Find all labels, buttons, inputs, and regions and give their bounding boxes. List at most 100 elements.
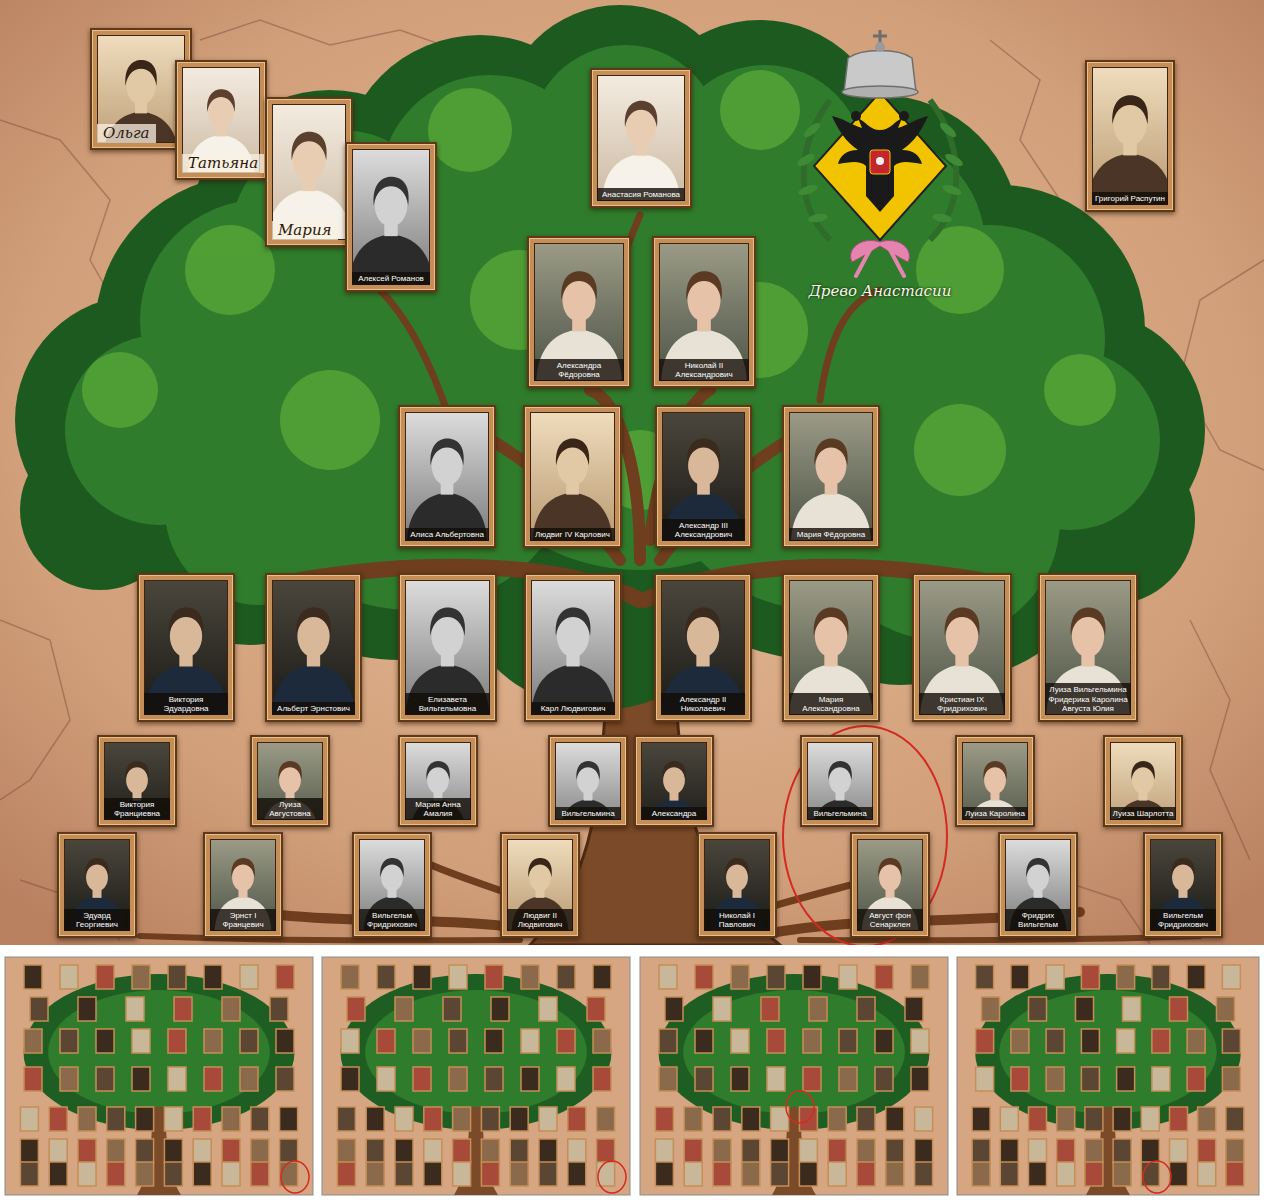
mini-portrait bbox=[366, 1107, 384, 1131]
thumbnail-panel bbox=[5, 957, 313, 1195]
mini-portrait bbox=[684, 1107, 702, 1131]
mini-portrait bbox=[49, 1107, 67, 1131]
portrait-silhouette bbox=[353, 150, 429, 284]
mini-portrait bbox=[799, 1162, 817, 1186]
mini-portrait bbox=[1081, 965, 1099, 989]
mini-portrait bbox=[453, 1107, 471, 1131]
portrait-frame: Мария Анна Амалия bbox=[398, 735, 478, 827]
mini-portrait bbox=[60, 965, 78, 989]
name-caption: Людвиг IV Карлович bbox=[530, 528, 615, 541]
name-caption: Вильгельмина bbox=[807, 807, 873, 820]
name-caption: Карл Людвигович bbox=[531, 702, 615, 715]
mini-portrait bbox=[655, 1162, 673, 1186]
mini-portrait bbox=[1011, 1067, 1029, 1091]
name-caption: Елизавета Вильгельмовна bbox=[405, 693, 490, 715]
mini-portrait bbox=[204, 1067, 222, 1091]
name-caption: Александр II Николаевич bbox=[661, 693, 745, 715]
mini-portrait bbox=[1117, 1067, 1135, 1091]
mini-portrait bbox=[276, 965, 294, 989]
portrait-frame: Александра Фёдоровна bbox=[527, 236, 631, 388]
mini-portrait bbox=[1085, 1162, 1103, 1186]
mini-portrait bbox=[557, 1029, 575, 1053]
mini-portrait bbox=[481, 1107, 499, 1131]
highlight-circle bbox=[1143, 1161, 1171, 1193]
mini-portrait bbox=[655, 1139, 673, 1163]
mini-portrait bbox=[731, 965, 749, 989]
mini-portrait bbox=[976, 1067, 994, 1091]
mini-portrait bbox=[485, 1067, 503, 1091]
signature: Татьяна bbox=[182, 154, 264, 173]
mini-portrait bbox=[1046, 1029, 1064, 1053]
name-caption: Луиза Каролина bbox=[962, 807, 1028, 820]
mini-portrait bbox=[1046, 965, 1064, 989]
portrait-frame: Елизавета Вильгельмовна bbox=[398, 573, 497, 722]
mini-portrait bbox=[132, 1029, 150, 1053]
portrait-photo bbox=[597, 75, 685, 201]
mini-portrait bbox=[1117, 1029, 1135, 1053]
portrait-frame: Вильгельм Фридрихович bbox=[1143, 832, 1223, 938]
portrait-photo bbox=[531, 580, 615, 715]
name-caption: Александра bbox=[641, 807, 707, 820]
coat-of-arms bbox=[795, 30, 964, 276]
name-caption: Виктория Эдуардовна bbox=[144, 693, 228, 715]
mini-portrait bbox=[767, 965, 785, 989]
mini-portrait bbox=[276, 1067, 294, 1091]
portrait-photo bbox=[1092, 67, 1168, 205]
mini-portrait bbox=[1057, 1139, 1075, 1163]
mini-portrait bbox=[222, 997, 240, 1021]
mini-portrait bbox=[240, 1067, 258, 1091]
mini-portrait bbox=[771, 1139, 789, 1163]
mini-portrait bbox=[453, 1162, 471, 1186]
name-caption: Эрнст I Францевич bbox=[210, 909, 276, 931]
portrait-frame: Вильгельм Фридрихович bbox=[352, 832, 432, 938]
mini-portrait bbox=[1141, 1139, 1159, 1163]
name-caption: Луиза Шарлотта bbox=[1110, 807, 1176, 820]
mini-portrait bbox=[1117, 965, 1135, 989]
mini-portrait bbox=[1085, 1139, 1103, 1163]
mini-portrait bbox=[107, 1107, 125, 1131]
mini-portrait bbox=[1198, 1107, 1216, 1131]
mini-portrait bbox=[972, 1107, 990, 1131]
name-caption: Альберт Эрнстович bbox=[272, 702, 355, 715]
mini-portrait bbox=[857, 997, 875, 1021]
mini-portrait bbox=[168, 1029, 186, 1053]
mini-portrait bbox=[132, 965, 150, 989]
mini-portrait bbox=[1226, 1162, 1244, 1186]
mini-portrait bbox=[449, 965, 467, 989]
mini-portrait bbox=[799, 1139, 817, 1163]
mini-portrait bbox=[1000, 1162, 1018, 1186]
mini-portrait bbox=[204, 1029, 222, 1053]
mini-portrait bbox=[1226, 1107, 1244, 1131]
mini-portrait bbox=[597, 1107, 615, 1131]
highlight-circle bbox=[281, 1161, 309, 1193]
mini-portrait bbox=[204, 965, 222, 989]
mini-portrait bbox=[875, 1067, 893, 1091]
mini-portrait bbox=[857, 1139, 875, 1163]
mini-portrait bbox=[96, 1029, 114, 1053]
portrait-frame: Алексей Романов bbox=[345, 142, 437, 292]
mini-portrait bbox=[1081, 1067, 1099, 1091]
name-caption: Фридрих Вильгельм bbox=[1005, 909, 1071, 931]
mini-portrait bbox=[839, 965, 857, 989]
mini-portrait bbox=[1170, 997, 1188, 1021]
mini-portrait bbox=[1085, 1107, 1103, 1131]
mini-portrait bbox=[972, 1162, 990, 1186]
name-caption: Эдуард Георгиевич bbox=[64, 909, 130, 931]
mini-portrait bbox=[593, 1029, 611, 1053]
mini-portrait bbox=[413, 965, 431, 989]
portrait-silhouette bbox=[532, 581, 614, 714]
tree-branches bbox=[300, 215, 980, 600]
portrait-photo bbox=[272, 580, 355, 715]
portrait-frame: Николай II Александрович bbox=[652, 236, 756, 388]
mini-portrait bbox=[510, 1162, 528, 1186]
mini-portrait bbox=[20, 1107, 38, 1131]
mini-portrait bbox=[915, 1139, 933, 1163]
mini-portrait bbox=[413, 1067, 431, 1091]
mini-portrait bbox=[593, 965, 611, 989]
name-caption: Луиза Августовна bbox=[257, 798, 323, 820]
mini-portrait bbox=[395, 1162, 413, 1186]
mini-portrait bbox=[276, 1029, 294, 1053]
name-caption: Григорий Распутин bbox=[1092, 192, 1168, 205]
portrait-photo bbox=[352, 149, 430, 285]
mini-portrait bbox=[655, 1107, 673, 1131]
